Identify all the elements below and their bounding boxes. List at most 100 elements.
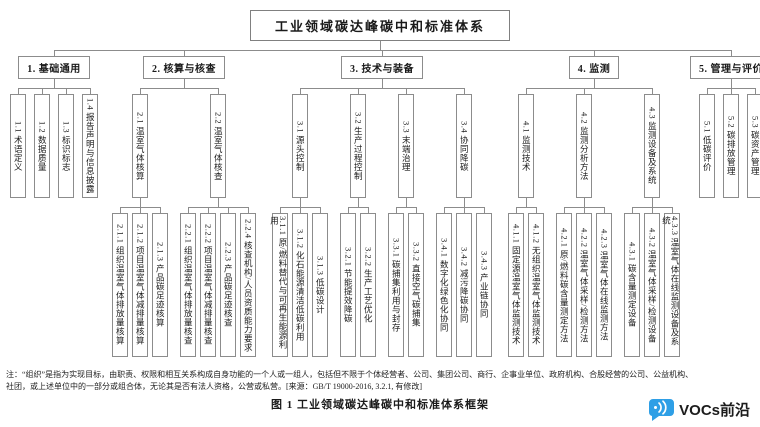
tree-node-box: 1.4 报告声明与信息披露 xyxy=(82,94,98,198)
standard-system-tree: 工业领域碳达峰碳中和标准体系 1. 基础通用 1.1 术语定义 1.2 数据质量 1.3… xyxy=(2,6,760,357)
tree-node-box: 1.3 标识标志 xyxy=(58,94,74,198)
tree-node-box: 4.2.2 温室气体采样/检测方法 xyxy=(576,213,592,357)
tree-node-box: 4.2.3 温室气体在线监测方法 xyxy=(596,213,612,357)
tree-branch: 3.3.2 直接空气碳捕集 xyxy=(406,198,426,357)
tree-node-box: 4.3.3 温室气体在线监测设备及系统 xyxy=(662,213,680,357)
tree-node-box: 3.1.1 原/燃料替代与可再生能源利用 xyxy=(270,213,288,357)
tree-branch: 1.1 术语定义 xyxy=(6,79,30,198)
tree-branch: 2.2.3 产品碳足迹核查 xyxy=(218,198,238,357)
tree-node-box: 3.2.1 节能提效降碳 xyxy=(340,213,356,357)
tree-node-box: 5.3 碳资产管理 xyxy=(747,94,760,198)
tree-node-box: 3.2 生产过程控制 xyxy=(350,94,366,198)
tree-node-box: 5.1 低碳评价 xyxy=(699,94,715,198)
note-text: 注：“组织”是指为实现目标，由职责、权限和相互关系构成自身功能的一个人或一组人，… xyxy=(6,369,754,393)
tree-node-box: 3.3.1 碳捕集利用与封存 xyxy=(388,213,404,357)
tree-branch: 3.4.2 减污降碳协同 xyxy=(454,198,474,357)
tree-branch: 1.3 标识标志 xyxy=(54,79,78,198)
tree-node-box: 1. 基础通用 xyxy=(18,56,90,79)
tree-branch: 1. 基础通用 1.1 术语定义 1.2 数据质量 1.3 标识标志 1.4 报告声明与… xyxy=(4,41,104,198)
tree-node-box: 2.1.3 产品碳足迹核算 xyxy=(152,213,168,357)
tree-branch: 1.2 数据质量 xyxy=(30,79,54,198)
figure-caption: 图 1 工业领域碳达峰碳中和标准体系框架 xyxy=(271,399,489,411)
tree-branch: 3.1.2 化石能源清洁低碳利用 xyxy=(290,198,310,357)
tree-node-box: 3.1 源头控制 xyxy=(292,94,308,198)
tree-node-box: 2.1.1 组织温室气体排放量核算 xyxy=(112,213,128,357)
tree-node-box: 3.1.3 低碳设计 xyxy=(312,213,328,357)
tree-node-box: 2.2.1 组织温室气体排放量核查 xyxy=(180,213,196,357)
tree-branch: 3.1.1 原/燃料替代与可再生能源利用 xyxy=(270,198,290,357)
tree-node-box: 3.4.2 减污降碳协同 xyxy=(456,213,472,357)
tree-branch: 3.4.3 产业链协同 xyxy=(474,198,494,357)
note-line-1: 注：“组织”是指为实现目标，由职责、权限和相互关系构成自身功能的一个人或一组人，… xyxy=(6,370,694,379)
tree-node-box: 4. 监测 xyxy=(568,56,620,79)
tree-branch: 4.2.2 温室气体采样/检测方法 xyxy=(574,198,594,357)
tree-branch: 2.2.1 组织温室气体排放量核查 xyxy=(178,198,198,357)
tree-children: 5.1 低碳评价 5.2 碳排放管理 5.3 碳资产管理 xyxy=(695,79,760,198)
tree-node-box: 4.1 监测技术 xyxy=(518,94,534,198)
tree-node-box: 2.2 温室气体核查 xyxy=(210,94,226,198)
tree-branch: 4.2.1 原/燃料碳含量测定方法 xyxy=(554,198,574,357)
tree-branch: 2.2.2 项目温室气体减排量核查 xyxy=(198,198,218,357)
tree-branch: 4.3.2 温室气体采样/检测设备 xyxy=(642,198,662,357)
tree-node-box: 2.2.4 核查机构/人员资质能力要求 xyxy=(240,213,256,357)
tree-branch: 2.1.2 项目温室气体减排量核算 xyxy=(130,198,150,357)
tree-node-box: 5. 管理与评价 xyxy=(690,56,760,79)
page: 工业领域碳达峰碳中和标准体系 1. 基础通用 1.1 术语定义 1.2 数据质量 1.3… xyxy=(2,6,760,421)
root-node-box: 工业领域碳达峰碳中和标准体系 xyxy=(249,10,510,41)
tree-branch: 2.2.4 核查机构/人员资质能力要求 xyxy=(238,198,258,357)
tree-node-box: 3.2.2 生产工艺优化 xyxy=(360,213,376,357)
tree-branch: 4.3.1 碳含量测定设备 xyxy=(622,198,642,357)
speech-bubble-icon xyxy=(649,399,675,421)
tree-branch: 4.2.3 温室气体在线监测方法 xyxy=(594,198,614,357)
tree-node-box: 2.2.3 产品碳足迹核查 xyxy=(220,213,236,357)
tree-node-box: 1.2 数据质量 xyxy=(34,94,50,198)
tree-node-box: 2.1.2 项目温室气体减排量核算 xyxy=(132,213,148,357)
tree-node-box: 4.3.1 碳含量测定设备 xyxy=(624,213,640,357)
tree-node-box: 3.1.2 化石能源清洁低碳利用 xyxy=(292,213,308,357)
tree-node-box: 4.1.1 固定源温室气体监测技术 xyxy=(508,213,524,357)
tree-branch: 4.3.3 温室气体在线监测设备及系统 xyxy=(662,198,682,357)
tree-node-box: 4.1.2 无组织温室气体监测技术 xyxy=(528,213,544,357)
tree-node-box: 3.3.2 直接空气碳捕集 xyxy=(408,213,424,357)
tree-branch: 1.4 报告声明与信息披露 xyxy=(78,79,102,198)
tree-node-box: 3.3 末端治理 xyxy=(398,94,414,198)
tree-node-box: 3. 技术与装备 xyxy=(341,56,423,79)
tree-branch: 2.1.3 产品碳足迹核算 xyxy=(150,198,170,357)
tree-node-box: 1.1 术语定义 xyxy=(10,94,26,198)
tree-branch: 2.1.1 组织温室气体排放量核算 xyxy=(110,198,130,357)
tree-branch: 3.4.1 数字化绿色化协同 xyxy=(434,198,454,357)
tree-root: 工业领域碳达峰碳中和标准体系 1. 基础通用 1.1 术语定义 1.2 数据质量 1.3… xyxy=(2,6,760,357)
tree-node-box: 3.4 协同降碳 xyxy=(456,94,472,198)
tree-node-box: 2.1 温室气体核算 xyxy=(132,94,148,198)
note-line-2: 社团，或上述单位中的一部分或组合体，无论其是否有法人资格，公营或私营。[来源：G… xyxy=(6,382,423,391)
tree-node-box: 5.2 碳排放管理 xyxy=(723,94,739,198)
tree-trunk: 工业领域碳达峰碳中和标准体系 1. 基础通用 1.1 术语定义 1.2 数据质量 1.3… xyxy=(2,6,760,357)
tree-branch: 3.1.3 低碳设计 xyxy=(310,198,330,357)
tree-node-box: 4.3 监测设备及系统 xyxy=(644,94,660,198)
tree-branch: 5.2 碳排放管理 xyxy=(719,79,743,198)
tree-node-box: 3.4.1 数字化绿色化协同 xyxy=(436,213,452,357)
tree-branch: 5. 管理与评价 5.1 低碳评价 5.2 碳排放管理 5.3 碳资产管理 xyxy=(688,41,760,198)
